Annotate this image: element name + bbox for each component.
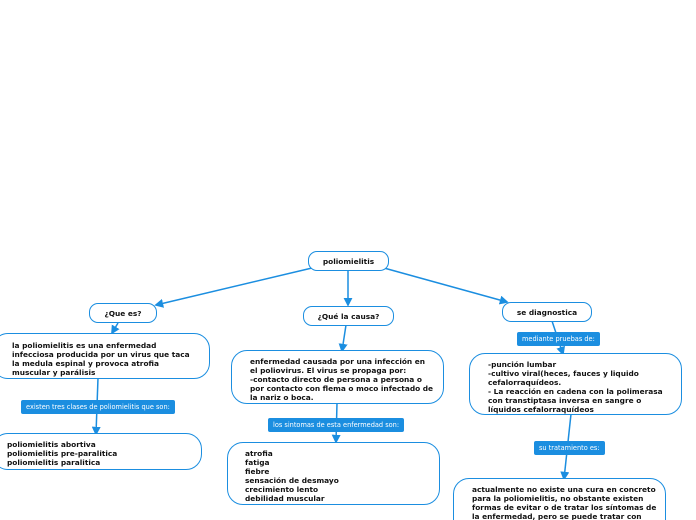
type-item: poliomielitis pre-paralitica <box>7 449 118 458</box>
treatment-node[interactable]: actualmente no existe una cura en concre… <box>453 478 666 520</box>
symptom-item: sensación de desmayo <box>245 476 339 485</box>
treatment-text: actualmente no existe una cura en concre… <box>472 485 656 520</box>
symptoms-node[interactable]: atrofia fatiga fiebre sensación de desma… <box>227 442 440 505</box>
causa-label: ¿Qué la causa? <box>317 311 380 321</box>
cause-line: el poliovirus. El virus se propaga por: <box>250 366 407 375</box>
definition-line: la medula espinal y provoca atrofia <box>12 359 159 368</box>
definition-line: la poliomielitis es una enfermedad <box>12 341 157 350</box>
diagnostica-node[interactable]: se diagnostica <box>502 302 592 322</box>
cause-description-node[interactable]: enfermedad causada por una infección en … <box>231 350 444 404</box>
test-item: cefalorraquídeos. <box>488 378 562 387</box>
test-item: -cultivo viral(heces, fauces y liquido <box>488 369 639 378</box>
link-causa-description <box>338 324 348 353</box>
root-node[interactable]: poliomielitis <box>308 251 389 271</box>
test-item: - La reacción en cadena con la polimeras… <box>488 387 663 396</box>
tests-node[interactable]: -punción lumbar -cultivo viral(heces, fa… <box>469 353 682 415</box>
link-root-que-es <box>154 267 313 308</box>
symptom-item: debilidad muscular <box>245 494 325 503</box>
diagnostica-label: se diagnostica <box>516 307 578 317</box>
test-item: líquidos cefalorraquídeos <box>488 405 594 414</box>
types-list: poliomielitis abortiva poliomielitis pre… <box>7 440 117 467</box>
cause-line: enfermedad causada por una infección en <box>250 357 426 366</box>
types-connector-tag[interactable]: existen tres clases de poliomielitis que… <box>21 400 175 414</box>
test-item: con transtiptasa inversa en sangre o <box>488 396 642 405</box>
treatment-line: actualmente no existe una cura en concre… <box>472 485 656 494</box>
symptom-item: fatiga <box>245 458 270 467</box>
tests-connector-tag[interactable]: mediante pruebas de: <box>517 332 600 346</box>
type-item: poliomielitis paralitica <box>7 458 101 467</box>
types-node[interactable]: poliomielitis abortiva poliomielitis pre… <box>0 433 202 470</box>
que-es-node[interactable]: ¿Que es? <box>89 303 157 323</box>
treatment-line: la enfermedad, pero se puede tratar con <box>472 512 642 520</box>
tests-list: -punción lumbar -cultivo viral(heces, fa… <box>488 360 663 414</box>
symptom-item: fiebre <box>245 467 270 476</box>
definition-node[interactable]: la poliomielitis es una enfermedad infec… <box>0 333 210 379</box>
treatment-line: formas de evitar o de tratar los síntoma… <box>472 503 657 512</box>
link-root-diagnostica <box>383 267 509 305</box>
causa-node[interactable]: ¿Qué la causa? <box>303 306 394 326</box>
que-es-label: ¿Que es? <box>104 308 142 318</box>
root-label: poliomielitis <box>322 256 375 266</box>
cause-line: -contacto directo de persona a persona o <box>250 375 422 384</box>
symptom-item: atrofia <box>245 449 273 458</box>
symptom-item: crecimiento lento <box>245 485 319 494</box>
definition-line: muscular y parálisis <box>12 368 96 377</box>
test-item: -punción lumbar <box>488 360 557 369</box>
treatment-connector-tag[interactable]: su tratamiento es: <box>534 441 605 455</box>
cause-line: por contacto con flema o moco infectado … <box>250 384 434 393</box>
symptoms-list: atrofia fatiga fiebre sensación de desma… <box>245 449 339 503</box>
cause-line: la nariz o boca. <box>250 393 314 402</box>
type-item: poliomielitis abortiva <box>7 440 96 449</box>
cause-description-text: enfermedad causada por una infección en … <box>250 357 433 402</box>
definition-line: infecciosa producida por un virus que ta… <box>12 350 190 359</box>
link-que-es-definition <box>111 322 120 335</box>
definition-text: la poliomielitis es una enfermedad infec… <box>12 341 190 377</box>
treatment-line: para la poliomielitis, no obstante exist… <box>472 494 644 503</box>
symptoms-connector-tag[interactable]: los sintomas de esta enfermedad son: <box>268 418 405 432</box>
